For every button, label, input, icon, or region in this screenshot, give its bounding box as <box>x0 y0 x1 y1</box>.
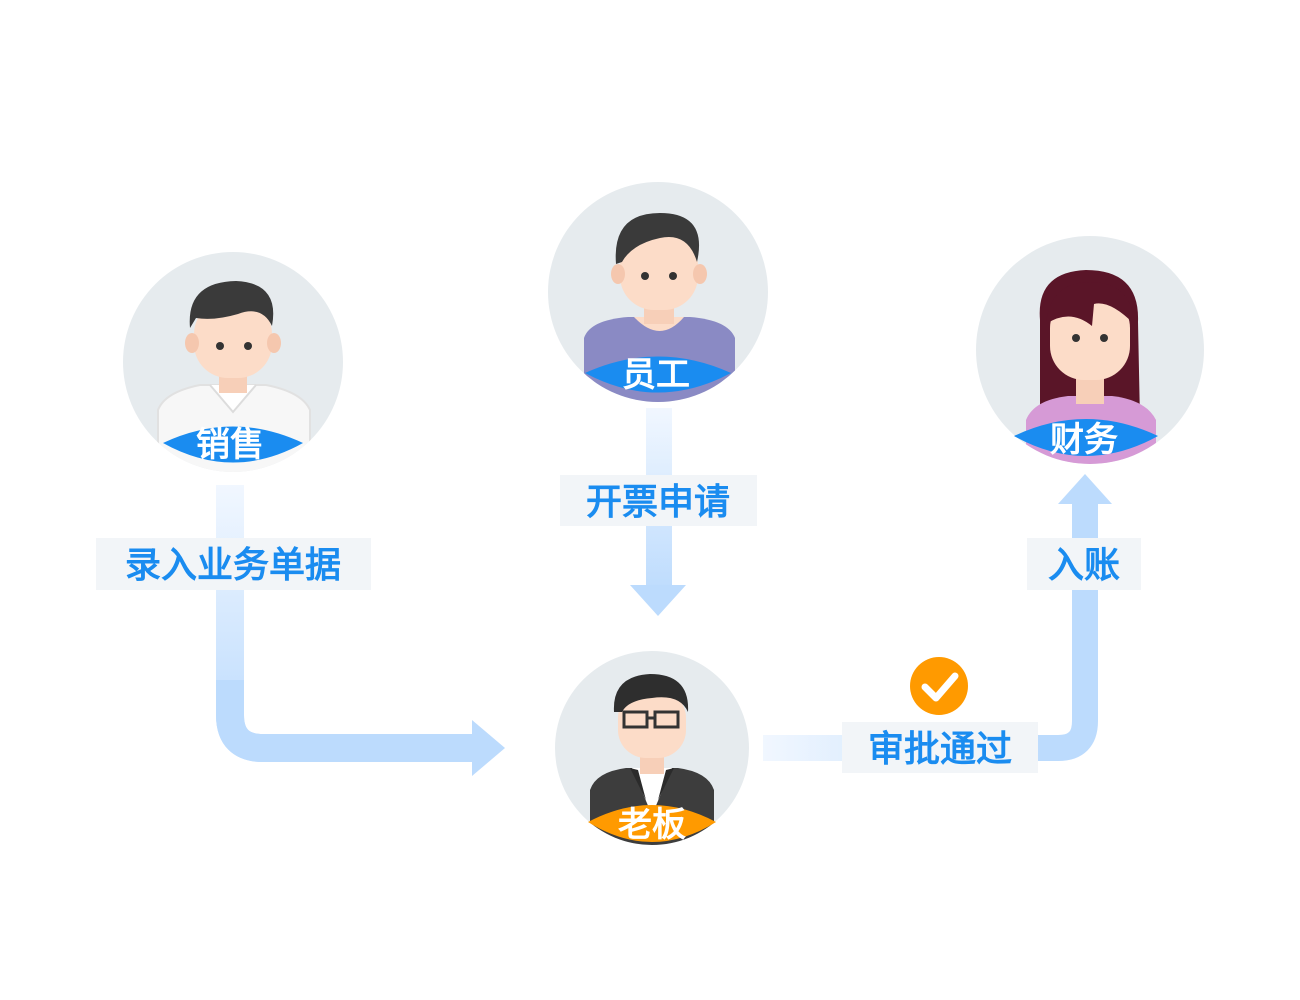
node-label: 财务 <box>1050 420 1118 460</box>
node-finance: 财务 <box>976 236 1204 464</box>
badge-finance <box>1014 419 1158 456</box>
node-employee: 员工 <box>548 182 768 402</box>
badge-sales <box>163 426 303 463</box>
arrow-sales-to-boss <box>216 485 505 776</box>
edge-label-sales-to-boss: 录入业务单据 <box>96 538 371 590</box>
badge-employee <box>585 356 731 393</box>
edge-label-employee-to-boss: 开票申请 <box>560 475 757 526</box>
node-label: 老板 <box>618 805 686 845</box>
node-sales: 销售 <box>123 252 343 472</box>
check-icon <box>910 657 968 715</box>
edge-label-text: 审批通过 <box>868 729 1012 770</box>
edge-label-boss-to-finance: 审批通过 <box>842 722 1038 773</box>
male-avatar-icon <box>584 213 735 402</box>
edge-label-text: 入账 <box>1048 545 1120 586</box>
node-label: 员工 <box>622 355 690 395</box>
edge-label-text: 录入业务单据 <box>125 545 341 586</box>
edge-label-text: 开票申请 <box>586 482 730 523</box>
badge-boss <box>588 805 716 842</box>
edge-label-finance-in: 入账 <box>1027 538 1141 590</box>
node-boss: 老板 <box>555 651 749 845</box>
arrow-boss-to-finance <box>763 474 1112 761</box>
node-label: 销售 <box>196 425 264 465</box>
